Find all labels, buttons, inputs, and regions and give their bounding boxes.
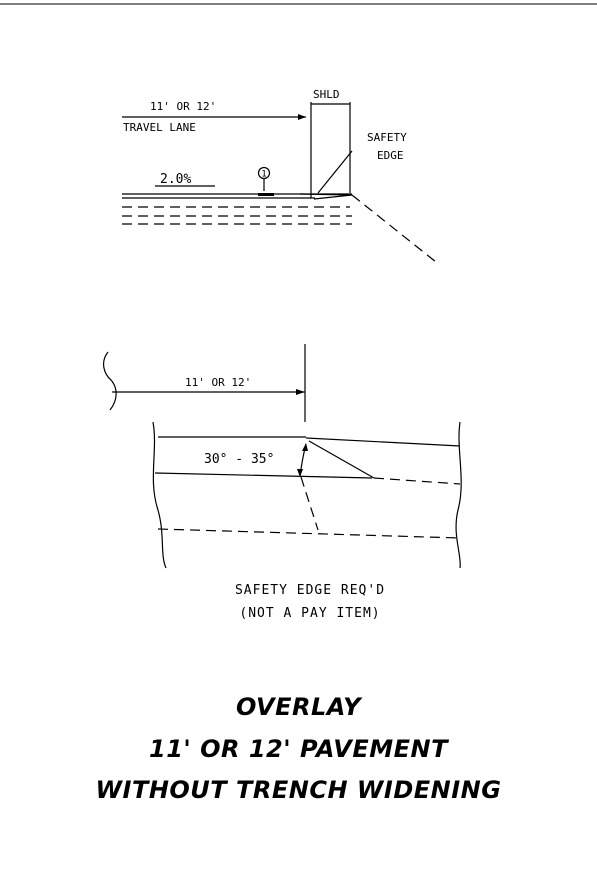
title-line-1: OVERLAY xyxy=(236,693,361,721)
note-marker-number: 1 xyxy=(261,170,266,180)
lower-detail xyxy=(102,344,462,569)
angle-label: 30° - 35° xyxy=(204,452,274,467)
slope-label: 2.0% xyxy=(160,172,191,187)
lane-dimension-arrow xyxy=(298,114,306,120)
note-marker-circle xyxy=(257,166,271,180)
title-line-3: WITHOUT TRENCH WIDENING xyxy=(95,776,502,804)
safety-edge-label-line1: SAFETY xyxy=(367,131,407,144)
upper-detail xyxy=(122,102,437,263)
angle-arrow-top xyxy=(302,443,308,451)
safety-edge-slope xyxy=(308,440,375,479)
shoulder-label: SHLD xyxy=(313,88,340,101)
title-line-2: 11' OR 12' PAVEMENT xyxy=(149,735,448,763)
safety-edge-leader xyxy=(317,150,353,194)
width-label: 11' OR 12' xyxy=(185,376,251,389)
width-dimension-arrow xyxy=(296,389,305,395)
existing-pavement-top xyxy=(373,477,461,485)
existing-pavement-bottom xyxy=(157,528,461,539)
lane-label-line1: 11' OR 12' xyxy=(150,100,216,113)
foreslope-line xyxy=(351,194,437,263)
note-line-1: SAFETY EDGE REQ'D xyxy=(235,583,385,598)
angle-arrow-bottom xyxy=(297,469,303,477)
break-line-side-right xyxy=(455,421,462,569)
safety-edge-label-line2: EDGE xyxy=(377,149,404,162)
lane-label-line2: TRAVEL LANE xyxy=(123,121,196,134)
existing-edge-line xyxy=(300,476,319,531)
break-line-side-left xyxy=(152,421,167,569)
overlay-bottom-line xyxy=(154,472,373,479)
overlay-top-right xyxy=(305,437,461,447)
note-marker-bead xyxy=(258,193,274,196)
note-line-2: (NOT A PAY ITEM) xyxy=(239,606,380,621)
break-line-left xyxy=(102,351,117,411)
